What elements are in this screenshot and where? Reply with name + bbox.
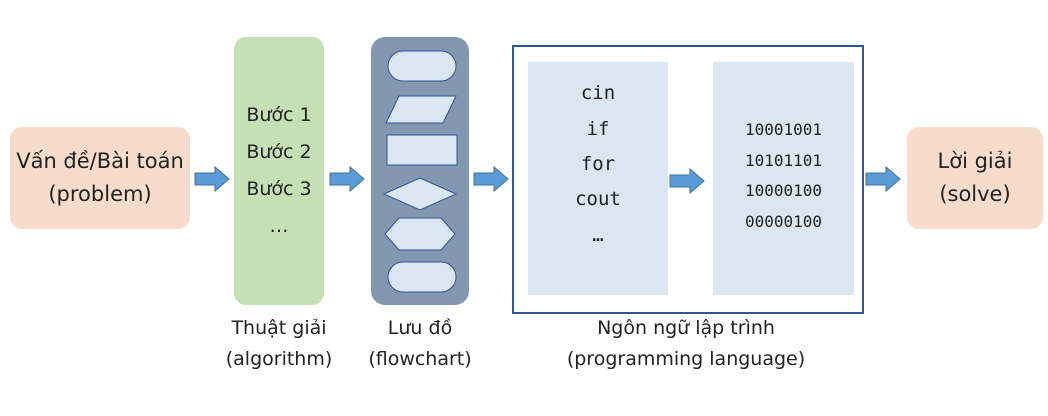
binary-code-panel: 10001001 10101101 10000100 00000100 xyxy=(713,62,854,295)
flowchart-symbols xyxy=(382,50,458,293)
solve-label-en: (solve) xyxy=(939,182,1011,206)
binary-line: 10101101 xyxy=(744,151,823,170)
algorithm-box: Bước 1 Bước 2 Bước 3 … xyxy=(234,37,324,305)
terminator-shape xyxy=(387,50,457,82)
flowchart-caption-vi: Lưu đồ xyxy=(387,317,453,339)
source-line: … xyxy=(592,224,604,246)
hexagon-shape xyxy=(384,217,456,251)
algorithm-step: … xyxy=(269,215,289,237)
arrow-right-icon xyxy=(473,165,509,193)
programming-language-caption-vi: Ngôn ngữ lập trình xyxy=(597,317,775,339)
parallelogram-shape xyxy=(385,95,457,124)
binary-line: 10001001 xyxy=(744,120,823,139)
programming-language-caption-en: (programming language) xyxy=(566,348,806,370)
problem-label: Vấn đề/Bài toán xyxy=(16,149,184,173)
solve-box: Lời giải (solve) xyxy=(907,127,1043,229)
diamond-shape xyxy=(382,177,458,211)
problem-box: Vấn đề/Bài toán (problem) xyxy=(10,127,190,229)
source-line: if xyxy=(586,118,610,140)
terminator-shape xyxy=(387,261,457,293)
binary-line: 00000100 xyxy=(744,212,823,231)
arrow-right-icon xyxy=(865,165,901,193)
algorithm-caption-vi: Thuật giải xyxy=(231,317,327,339)
binary-line: 10000100 xyxy=(744,181,823,200)
flowchart-box xyxy=(371,37,469,305)
rectangle-shape xyxy=(386,134,458,166)
algorithm-step: Bước 3 xyxy=(246,178,312,200)
algorithm-step: Bước 1 xyxy=(246,104,312,126)
source-code-panel: cin if for cout … xyxy=(528,62,668,295)
source-line: cout xyxy=(575,188,621,210)
arrow-right-icon xyxy=(194,165,230,193)
problem-label-en: (problem) xyxy=(48,182,152,206)
arrow-right-icon xyxy=(329,165,365,193)
source-line: for xyxy=(580,153,616,175)
solve-label: Lời giải xyxy=(937,149,1013,173)
flowchart-caption-en: (flowchart) xyxy=(368,348,472,370)
programming-language-caption: Ngôn ngữ lập trình (programming language… xyxy=(536,313,836,375)
algorithm-caption: Thuật giải (algorithm) xyxy=(214,313,344,375)
algorithm-step: Bước 2 xyxy=(246,141,312,163)
source-line: cin xyxy=(580,82,616,104)
programming-language-box: cin if for cout … 10001001 10101101 1000… xyxy=(512,45,864,314)
arrow-right-icon xyxy=(669,167,705,195)
flowchart-caption: Lưu đồ (flowchart) xyxy=(350,313,490,375)
algorithm-caption-en: (algorithm) xyxy=(225,348,333,370)
